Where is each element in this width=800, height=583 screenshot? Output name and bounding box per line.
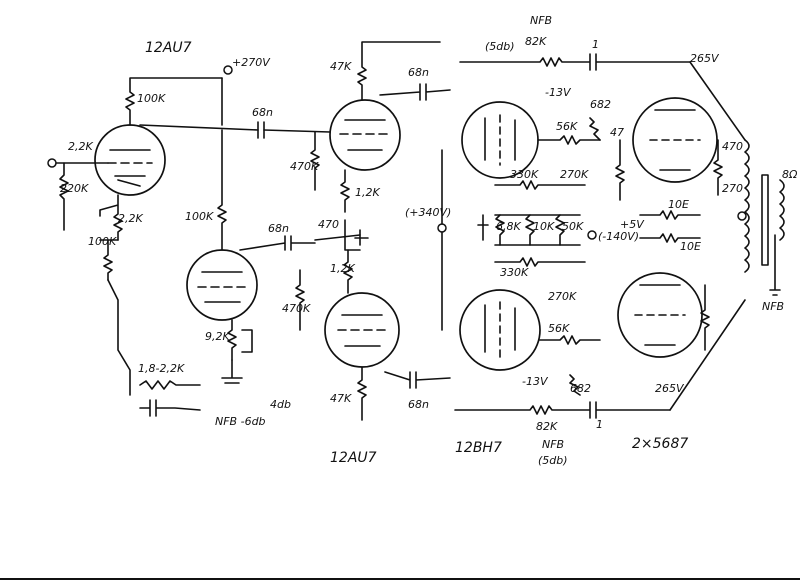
page-bottom-rule: [0, 578, 800, 580]
supply-node-minus140: [587, 230, 597, 240]
label-r-220k: 220K: [60, 182, 89, 195]
label-tube-12bh7: 12BH7: [455, 440, 502, 456]
label-r-12k-bottom: 1,2K: [330, 262, 355, 275]
output-transformer: [744, 139, 785, 273]
label-r-330k-top: 330K: [510, 168, 539, 181]
label-r-22k-cathode: 2,2K: [118, 212, 143, 225]
input-tube-12au7: [94, 124, 166, 196]
label-v-minus13-top: -13V: [545, 86, 572, 99]
label-r-270k-top: 270K: [560, 168, 589, 181]
label-r-12k-top: 1,2K: [355, 186, 380, 199]
label-nfb-bottom: NFB: [542, 438, 564, 451]
label-v-plus340: (+340V): [405, 206, 451, 219]
splitter-tube-12au7: [186, 249, 258, 321]
label-nfb-bottom-db: (5db): [538, 454, 568, 467]
output-tube-top: [632, 97, 718, 183]
label-tube-output: 2×5687: [632, 436, 688, 452]
label-r-100k-feedback: 100K: [88, 235, 117, 248]
label-r-330k-bottom: 330K: [500, 266, 529, 279]
phase-tube-top: [329, 99, 401, 171]
label-c-1-bottom: 1: [596, 418, 603, 431]
label-v-plus5: +5V: [620, 218, 645, 231]
label-r-470k-a: 470K: [290, 160, 319, 173]
input-terminal: [47, 158, 57, 168]
label-r-270k-bottom: 270K: [548, 290, 577, 303]
label-c-68-c: 68n: [408, 66, 429, 79]
phase-tube-bottom: [324, 292, 400, 368]
label-tube-12au7-top: 12AU7: [145, 40, 192, 56]
label-r-682-top: 682: [590, 98, 611, 111]
label-r-682-bottom: 682: [570, 382, 591, 395]
label-r-470k-c: 470K: [282, 302, 311, 315]
label-r-10e-a: 10E: [668, 198, 689, 211]
label-r-50k: 50K: [562, 220, 584, 233]
label-r-10e-b: 10E: [680, 240, 701, 253]
label-v-minus13-bottom: -13V: [522, 375, 549, 388]
label-r-47k-top: 47K: [330, 60, 352, 73]
center-tap-node: [737, 211, 747, 221]
label-trafo-270: 270: [722, 182, 743, 195]
label-r-47-out: 47: [610, 126, 624, 139]
label-r-56k-top: 56K: [556, 120, 578, 133]
label-v-265-top: 265V: [690, 52, 720, 65]
label-tube-12au7-bottom: 12AU7: [330, 450, 377, 466]
label-r-470-out: 470: [722, 140, 743, 153]
label-r-22k-grid: 2,2K: [68, 140, 93, 153]
label-r-100k-second: 100K: [185, 210, 214, 223]
label-r-56k-bottom: 56K: [548, 322, 570, 335]
supply-node-270: [223, 65, 233, 75]
label-c-1-top: 1: [592, 38, 599, 51]
label-r-68k: 6,8K: [496, 220, 521, 233]
driver-tube-12bh7-bottom: [459, 289, 541, 371]
driver-tube-12bh7-top: [461, 101, 539, 179]
label-out-8: 8Ω: [782, 168, 798, 181]
label-v-minus140: (-140V): [598, 230, 639, 243]
label-r-92k: 9,2K: [205, 330, 230, 343]
label-r-10k: 10K: [533, 220, 555, 233]
supply-node-340: [437, 223, 447, 233]
label-r-82k-bottom: 82K: [536, 420, 558, 433]
label-nfb-top: NFB: [530, 14, 552, 27]
label-v-265-bottom: 265V: [655, 382, 685, 395]
output-tube-bottom: [617, 272, 703, 358]
label-nfb-4db: 4db: [270, 398, 291, 411]
label-nfb-top-db: (5db): [485, 40, 515, 53]
label-r-100k-anode: 100K: [137, 92, 166, 105]
label-r-82k-top: 82K: [525, 35, 547, 48]
label-v-plus270: +270V: [232, 56, 271, 69]
label-r-47k-bottom: 47K: [330, 392, 352, 405]
label-r-470-mid: 470: [318, 218, 339, 231]
label-c-68-d: 68n: [408, 398, 429, 411]
label-r-18k: 1,8-2,2K: [138, 362, 185, 375]
label-nfb-left: NFB -6db: [215, 415, 266, 428]
label-c-68-b: 68n: [268, 222, 289, 235]
label-nfb-out: NFB: [762, 300, 784, 313]
label-c-68-a: 68n: [252, 106, 273, 119]
